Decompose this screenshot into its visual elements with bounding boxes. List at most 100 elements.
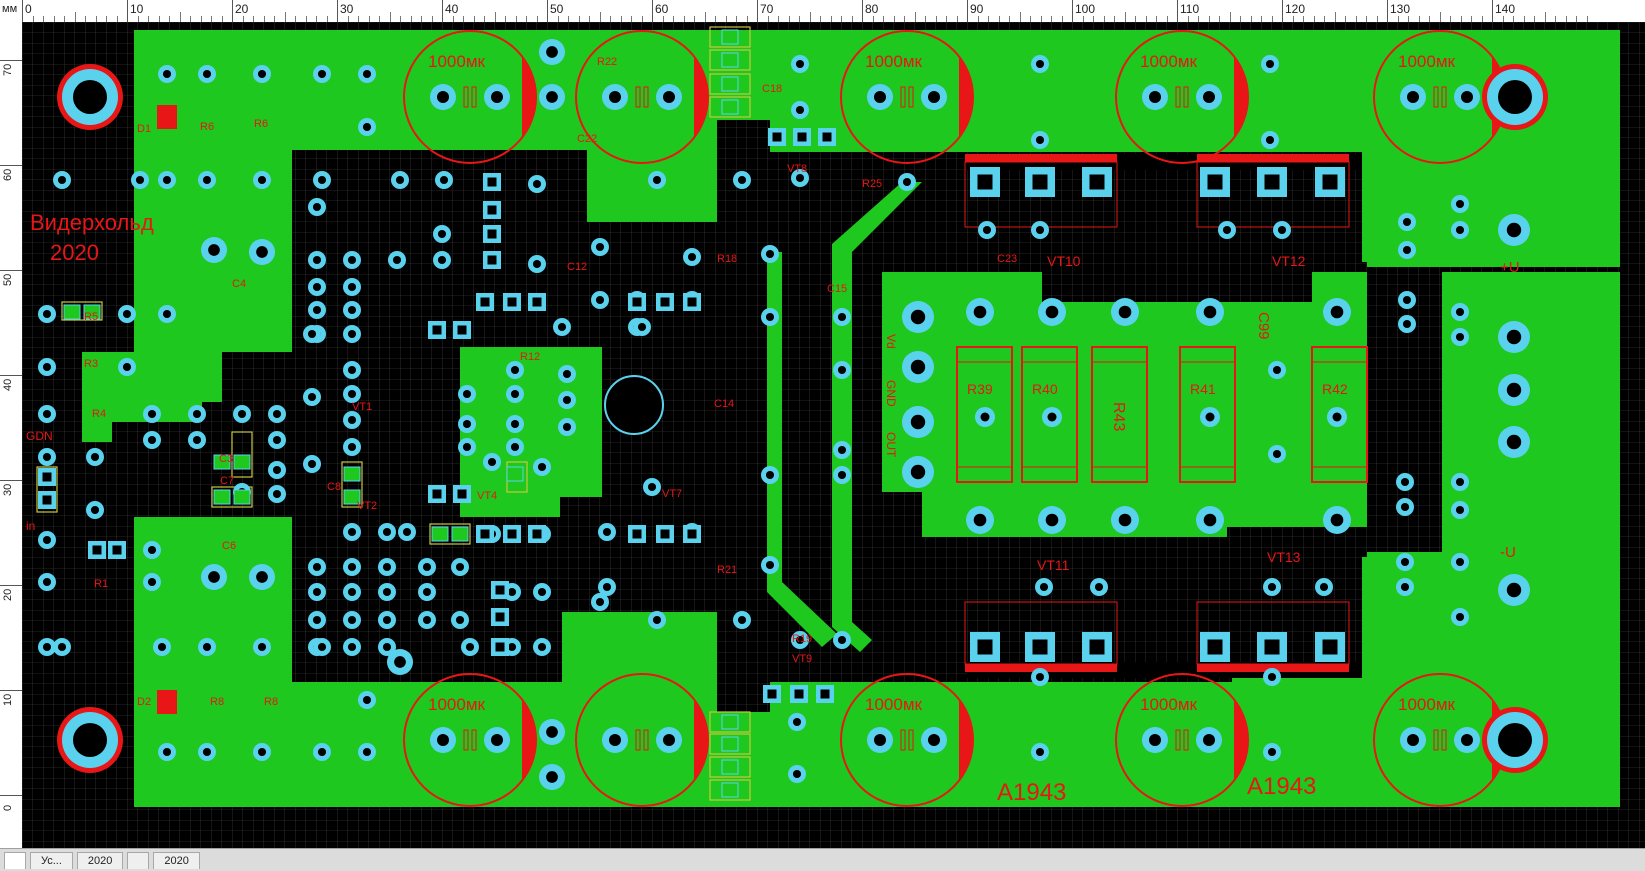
ruler-minor-tick [148, 16, 149, 22]
pad-hole [347, 282, 357, 292]
power-resistors [956, 346, 1368, 483]
ruler-minor-tick [1271, 16, 1273, 22]
ruler-minor-tick [1303, 16, 1304, 22]
ruler-tick-label: 120 [1285, 2, 1306, 16]
pad-hole [317, 175, 327, 185]
pad-hole [462, 389, 472, 399]
copper-pour-left-bottom [134, 517, 292, 682]
ruler-minor-tick [137, 16, 139, 22]
ruler-minor-tick [536, 16, 538, 22]
doc-tab-2[interactable]: Ус... [30, 851, 73, 869]
pad-hole [495, 642, 505, 652]
label-VT9: VT9 [792, 653, 812, 665]
pad-hole [507, 642, 517, 652]
pad-hole [1322, 174, 1338, 190]
ruler-minor-tick [736, 16, 737, 22]
pad-hole [192, 409, 202, 419]
ruler-tick [652, 0, 653, 22]
pads-layer [38, 29, 1530, 798]
transistor-outlines [964, 161, 1350, 665]
smd-pad [721, 99, 739, 115]
copper-pour-output-plane [882, 272, 1367, 537]
capacitor-symbol [1433, 86, 1439, 108]
pad-hole [395, 175, 405, 185]
ruler-minor-tick [389, 12, 391, 22]
pad-hole [312, 615, 322, 625]
ruler-minor-tick [1135, 16, 1136, 22]
pad-hole [595, 242, 605, 252]
ruler-minor-tick [1534, 16, 1535, 22]
pad-hole [1265, 135, 1275, 145]
label-R22: R22 [597, 56, 617, 68]
ruler-minor-tick [956, 16, 958, 22]
pad-hole [874, 91, 886, 103]
ruler-minor-tick [1082, 16, 1084, 22]
ruler-minor-tick [295, 16, 296, 22]
ruler-minor-tick [1450, 16, 1451, 22]
pad-hole [595, 597, 605, 607]
capacitor-symbol [908, 86, 914, 108]
pad-hole [432, 325, 442, 335]
label-R12: R12 [520, 351, 540, 363]
doc-tab-1[interactable] [4, 851, 26, 869]
pad-hole [312, 255, 322, 265]
pad-hole [687, 297, 697, 307]
pad-hole [1407, 734, 1419, 746]
ruler-minor-tick [53, 16, 55, 22]
ruler-tick [0, 375, 22, 376]
pad-hole [42, 452, 52, 462]
pad-hole [487, 229, 497, 239]
ruler-minor-tick [788, 16, 790, 22]
pcb-board[interactable]: Видерхольд 2020 A1943 A1943 +U -U in GDN… [22, 22, 1645, 848]
smd-pad [83, 304, 101, 320]
ruler-minor-tick [1093, 16, 1094, 22]
smd-pad [721, 759, 739, 775]
pcb-canvas[interactable]: Видерхольд 2020 A1943 A1943 +U -U in GDN… [22, 22, 1645, 848]
pad-hole [1045, 513, 1059, 527]
ruler-tick [0, 585, 22, 586]
pad-hole [317, 747, 327, 757]
pad-hole [1455, 199, 1465, 209]
pad-hole [347, 365, 357, 375]
ruler-minor-tick [683, 16, 685, 22]
capacitor-polarity-mark [694, 700, 708, 780]
label-R40: R40 [1032, 381, 1058, 397]
ruler-minor-tick [1219, 16, 1220, 22]
pad-hole [1461, 91, 1473, 103]
part-label-right: A1943 [1247, 773, 1316, 800]
pad-hole [1035, 672, 1045, 682]
ruler-tick-label: 70 [760, 2, 774, 16]
pad-hole [202, 747, 212, 757]
ruler-minor-tick [1513, 16, 1514, 22]
pad-hole [362, 695, 372, 705]
doc-tab-4[interactable] [127, 851, 150, 869]
pad-hole [42, 409, 52, 419]
capacitor-value-label: 1000мк [1140, 52, 1198, 71]
pad-hole [510, 419, 520, 429]
ruler-minor-tick [1156, 16, 1157, 22]
pad-hole [1149, 91, 1161, 103]
ruler-minor-tick [368, 16, 370, 22]
doc-tab-5[interactable]: 2020 [153, 851, 200, 869]
gnd-short-label: GDN [26, 429, 53, 443]
pad-hole [162, 175, 172, 185]
smd-pad [63, 304, 81, 320]
label-R6a: R6 [200, 121, 214, 133]
pad-hole [507, 297, 517, 307]
doc-tab-3[interactable]: 2020 [76, 851, 124, 869]
pad-hole [347, 389, 357, 399]
label-D2: D2 [137, 696, 151, 708]
pad-hole [462, 442, 472, 452]
pad-hole [347, 305, 357, 315]
label-C3: C3 [219, 453, 233, 465]
pad-hole [382, 527, 392, 537]
capacitor-outline [575, 30, 709, 164]
pad-hole [307, 329, 317, 339]
pad-hole [362, 747, 372, 757]
capacitor-symbol [643, 729, 649, 751]
pad-hole [122, 309, 132, 319]
ruler-minor-tick [347, 16, 349, 22]
pad-hole [1265, 59, 1275, 69]
